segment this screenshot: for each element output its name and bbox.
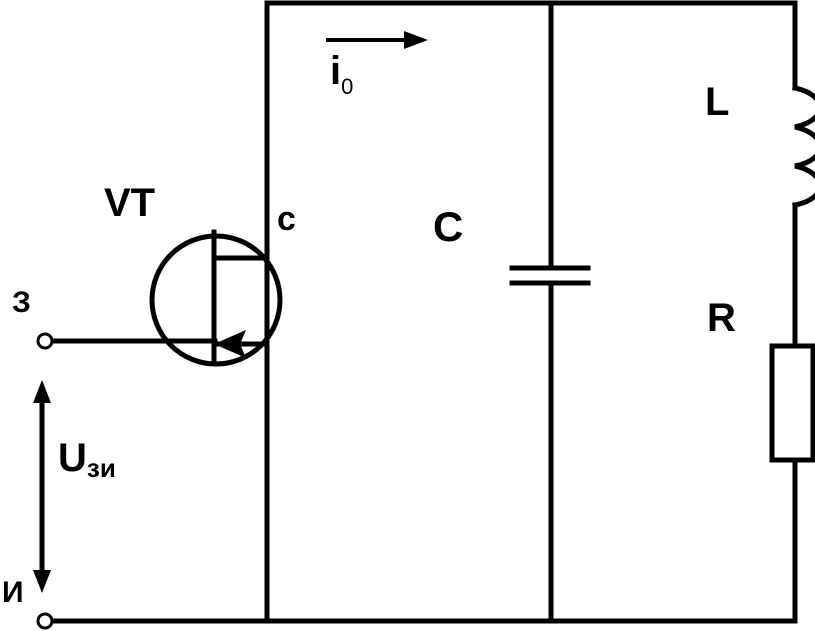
inductor-label: L [705, 80, 729, 124]
voltage-arrow-head-down [33, 570, 51, 593]
capacitor-c [509, 265, 591, 286]
current-arrow [326, 31, 428, 49]
source-terminal [36, 612, 54, 630]
voltage-label: Uзи [58, 436, 116, 483]
resistor-label: R [707, 296, 736, 340]
transistor-label: VT [104, 181, 155, 225]
transistor-vt [149, 229, 283, 367]
current-arrow-head [404, 31, 428, 49]
gate-terminal [36, 332, 54, 350]
current-label-main: i [330, 49, 341, 93]
current-label: i0 [330, 49, 353, 99]
capacitor-label: C [433, 203, 463, 250]
transistor-channel-arrow [214, 330, 246, 358]
source-label: И [2, 576, 24, 609]
drain-label: с [277, 200, 296, 238]
voltage-arrow-head-up [33, 380, 51, 403]
inductor-l-coil [792, 85, 815, 208]
resistor-r-body [769, 343, 815, 463]
voltage-label-sub: зи [87, 453, 116, 483]
circuit-wires [49, 0, 798, 624]
voltage-arrow [33, 380, 51, 593]
current-label-sub: 0 [341, 74, 353, 99]
gate-label: З [12, 286, 31, 319]
voltage-label-main: U [58, 436, 87, 480]
